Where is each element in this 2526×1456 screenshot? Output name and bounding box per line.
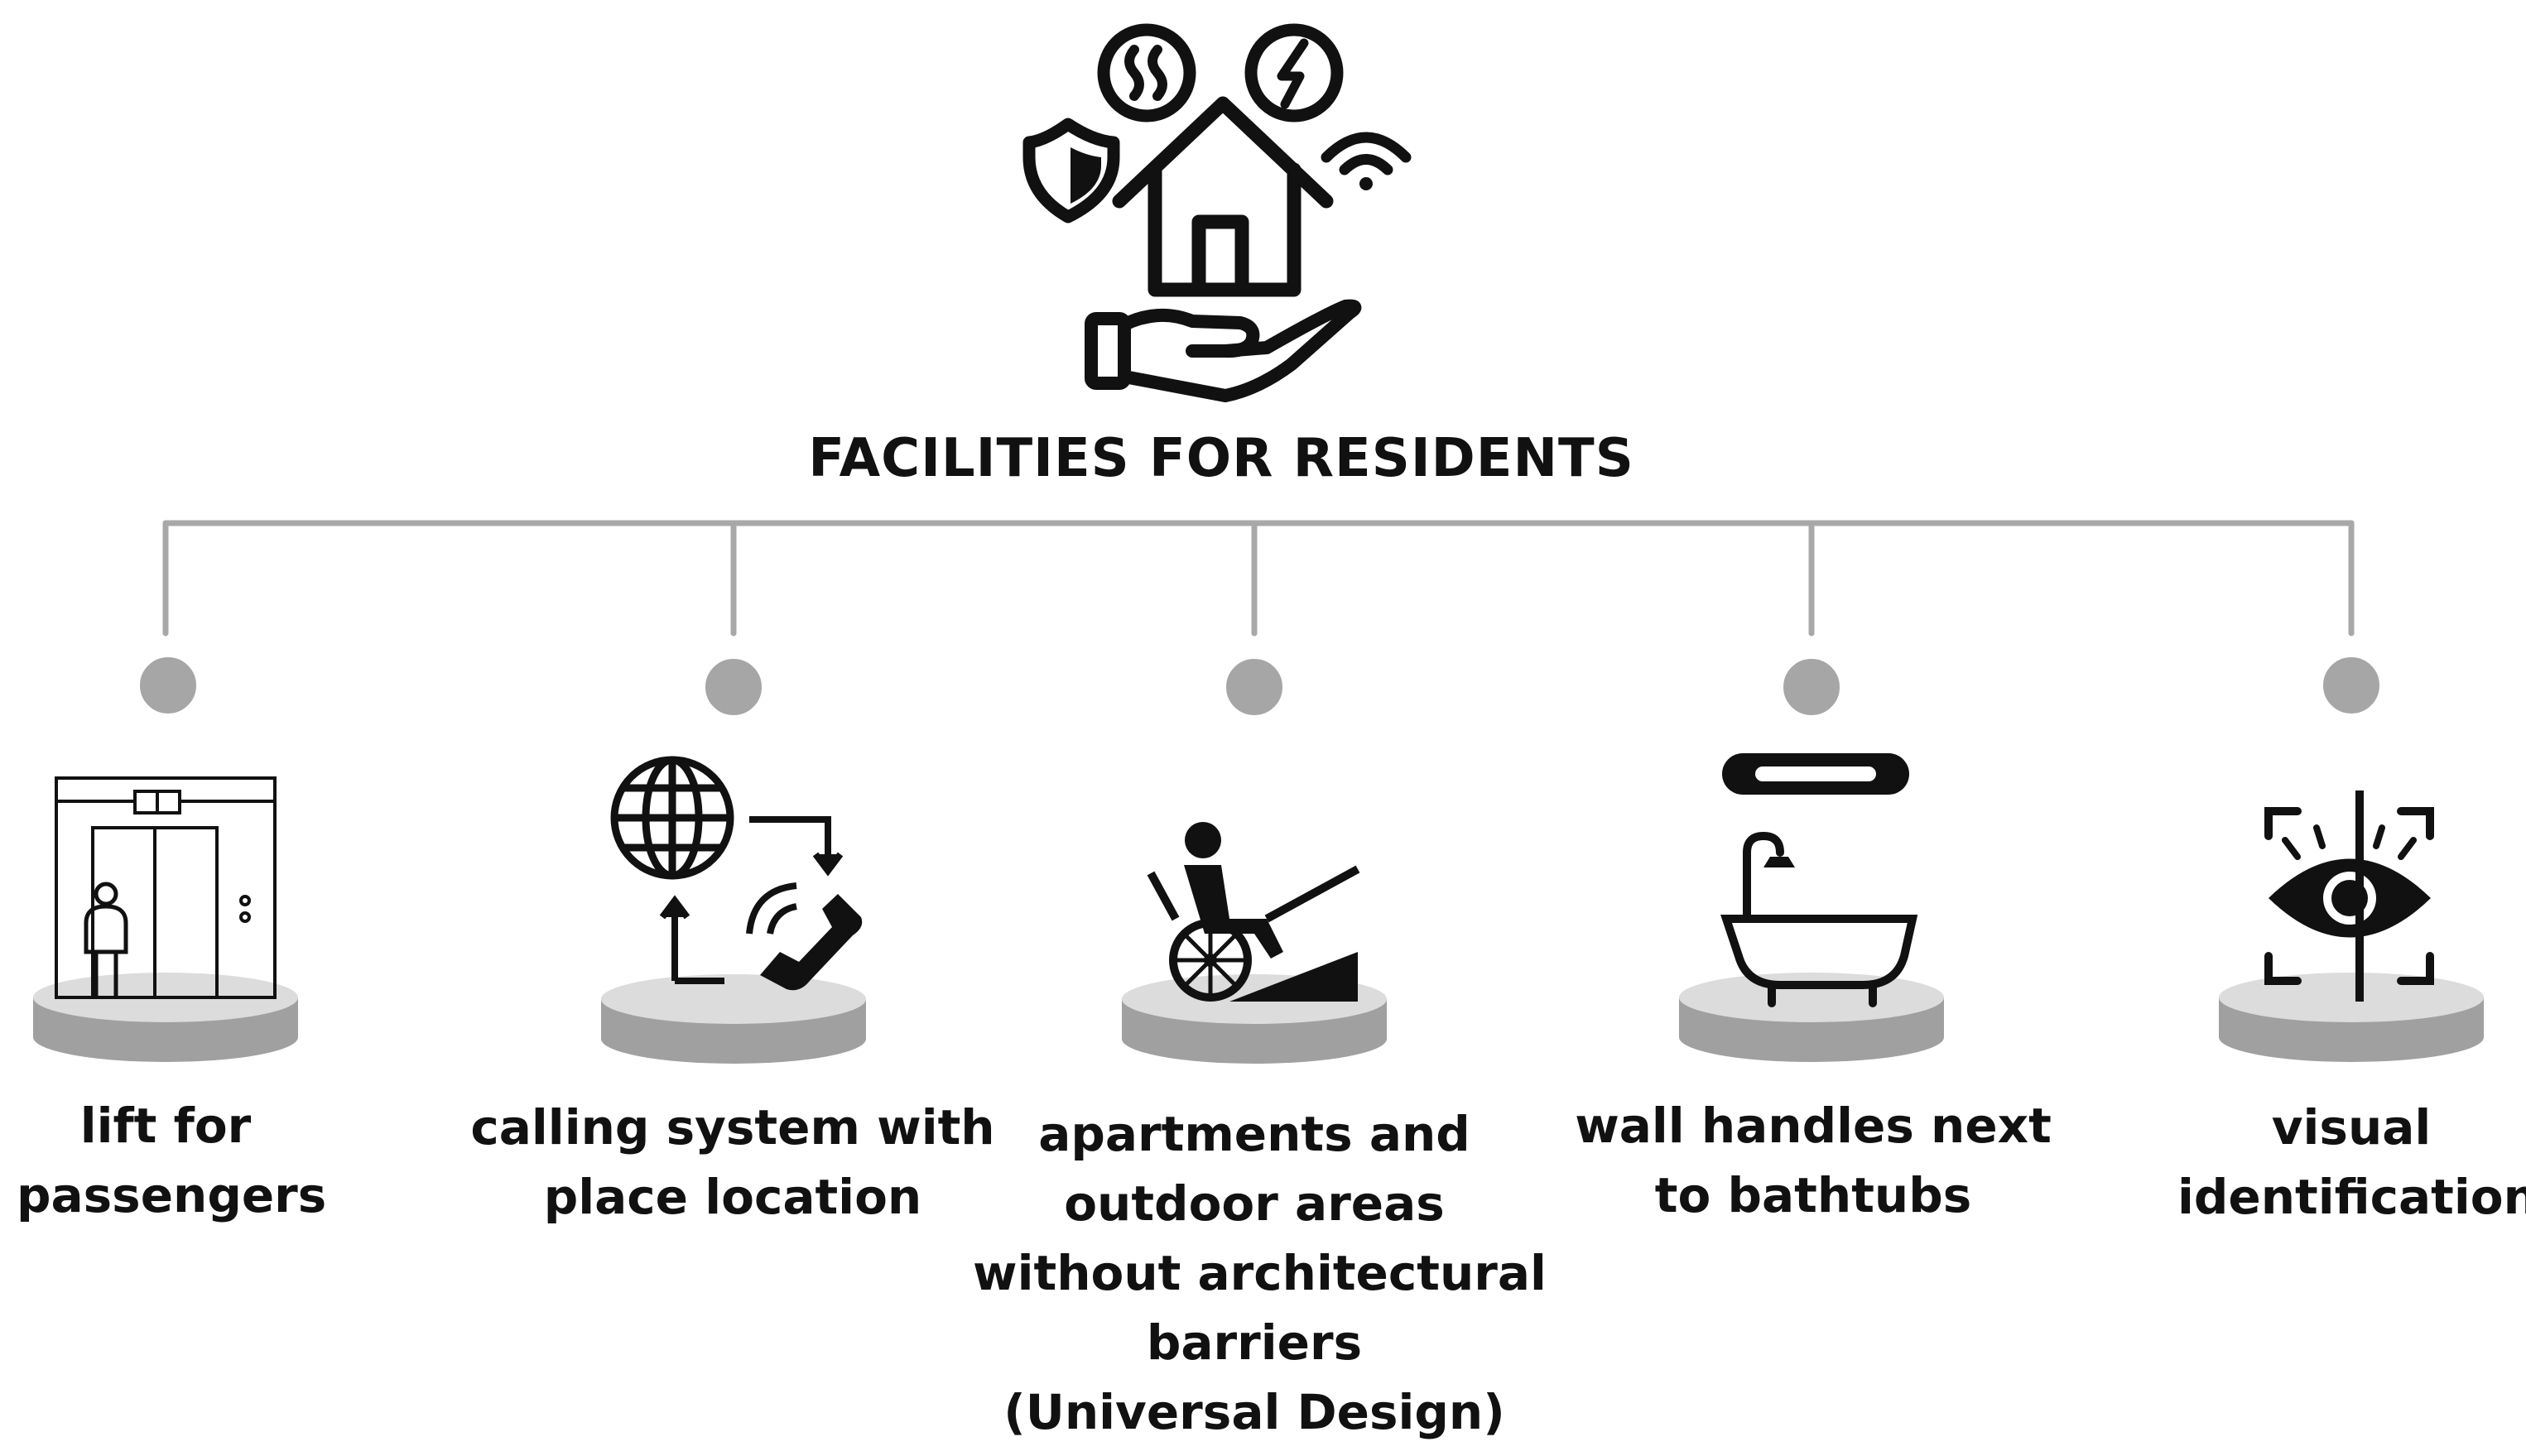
facility-label-visual: visual identification bbox=[2177, 1093, 2526, 1232]
wheelchair-ramp-icon bbox=[1147, 822, 1360, 1002]
label-line: (Universal Design) bbox=[1003, 1384, 1505, 1440]
node-dots bbox=[133, 651, 2386, 722]
label-line: without architectural bbox=[973, 1245, 1547, 1301]
facility-label-wall-handles: wall handles next to bathtubs bbox=[1573, 1091, 2053, 1230]
facility-label-barrier-free: apartments and outdoor areas without arc… bbox=[973, 1099, 1547, 1447]
pedestals bbox=[33, 973, 2484, 1064]
label-line: place location bbox=[543, 1169, 922, 1225]
node-lift bbox=[133, 651, 203, 720]
label-line: barriers bbox=[1146, 1314, 1363, 1371]
label-line: outdoor areas bbox=[1064, 1175, 1445, 1232]
label-line: visual bbox=[2271, 1099, 2432, 1156]
node-barrier-free bbox=[1220, 652, 1289, 722]
hand-icon bbox=[1085, 299, 1362, 402]
pedestal-lift bbox=[33, 973, 298, 1062]
electricity-icon bbox=[1244, 23, 1344, 123]
label-line: lift for bbox=[79, 1098, 252, 1154]
label-line: passengers bbox=[17, 1167, 327, 1223]
header-icon-cluster bbox=[1022, 23, 1412, 402]
house-icon bbox=[1112, 96, 1334, 297]
node-calling bbox=[699, 652, 768, 722]
elevator-icon bbox=[55, 776, 277, 999]
phone-icon bbox=[746, 882, 863, 991]
globe-phone-icon bbox=[610, 756, 863, 991]
node-wall-handles bbox=[1777, 652, 1846, 722]
label-line: calling system with bbox=[470, 1099, 995, 1156]
shield-icon bbox=[1022, 118, 1120, 223]
bathtub-grab-bar-icon bbox=[1720, 753, 1918, 1007]
node-visual bbox=[2317, 651, 2386, 720]
eye-scan-icon bbox=[2264, 790, 2434, 1002]
diagram-title: FACILITIES FOR RESIDENTS bbox=[808, 428, 1634, 489]
label-line: apartments and bbox=[1038, 1106, 1470, 1162]
connector-tree bbox=[162, 520, 2355, 637]
facility-label-calling: calling system with place location bbox=[464, 1093, 1002, 1232]
heating-icon bbox=[1097, 23, 1196, 123]
wifi-icon bbox=[1321, 132, 1412, 190]
grab-bar-icon bbox=[1722, 753, 1909, 795]
label-line: to bathtubs bbox=[1654, 1167, 1972, 1223]
label-line: wall handles next bbox=[1575, 1098, 2052, 1154]
pedestal-visual bbox=[2219, 973, 2484, 1062]
pedestal-calling bbox=[601, 974, 866, 1064]
pedestal-wall-handles bbox=[1679, 973, 1944, 1062]
facility-label-lift: lift for passengers bbox=[17, 1091, 327, 1230]
label-line: identification bbox=[2177, 1169, 2526, 1225]
